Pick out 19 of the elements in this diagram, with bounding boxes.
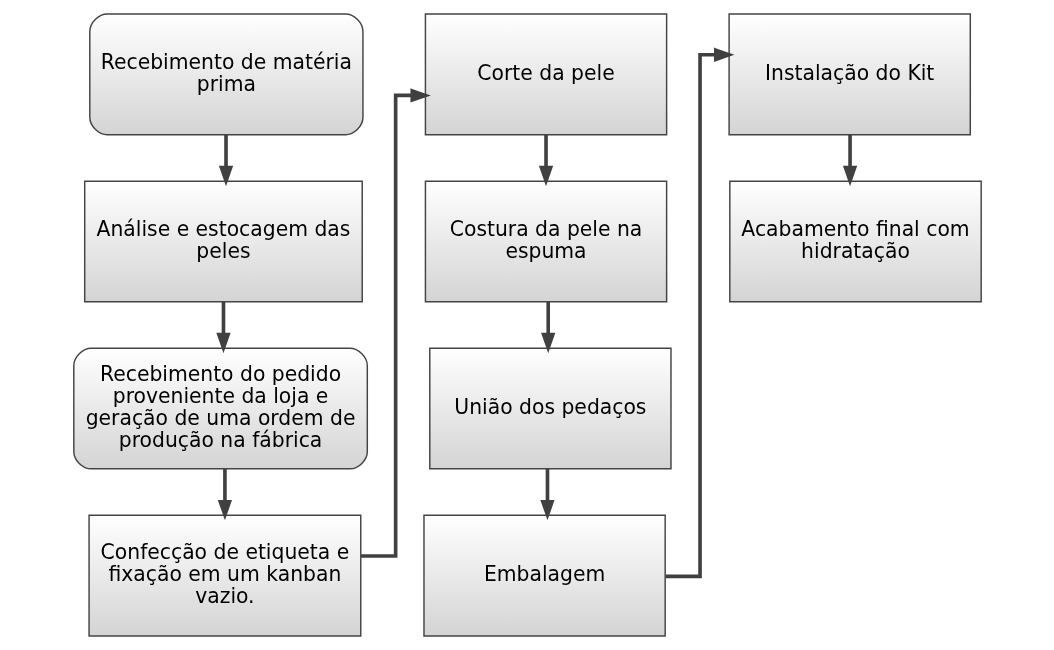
node-box: Embalagem [422, 514, 666, 637]
node-box: Instalação do Kit [727, 13, 971, 136]
arrow [539, 468, 555, 521]
node-box: União dos pedaços [428, 347, 672, 470]
node-box: Recebimento do pedido proveniente da loja e geração de uma ordem de produção na fábrica [72, 347, 368, 470]
arrow [217, 468, 232, 521]
arrow [218, 134, 233, 187]
node-box: Análise e estocagem das peles [83, 180, 363, 303]
arrow [842, 134, 857, 187]
arrow [540, 301, 555, 354]
arrow [215, 301, 231, 354]
node-box: Costura da pele na espuma [424, 180, 667, 303]
node-box: Corte da pele [424, 13, 667, 136]
arrow [360, 88, 431, 558]
arrow [538, 134, 553, 187]
node-box: Recebimento de matéria prima [88, 13, 364, 136]
node-box: Confecção de etiqueta e fixação em um kanban vazio. [87, 514, 361, 637]
node-box: Acabamento final com hidratação [728, 180, 982, 303]
arrow [665, 47, 734, 579]
